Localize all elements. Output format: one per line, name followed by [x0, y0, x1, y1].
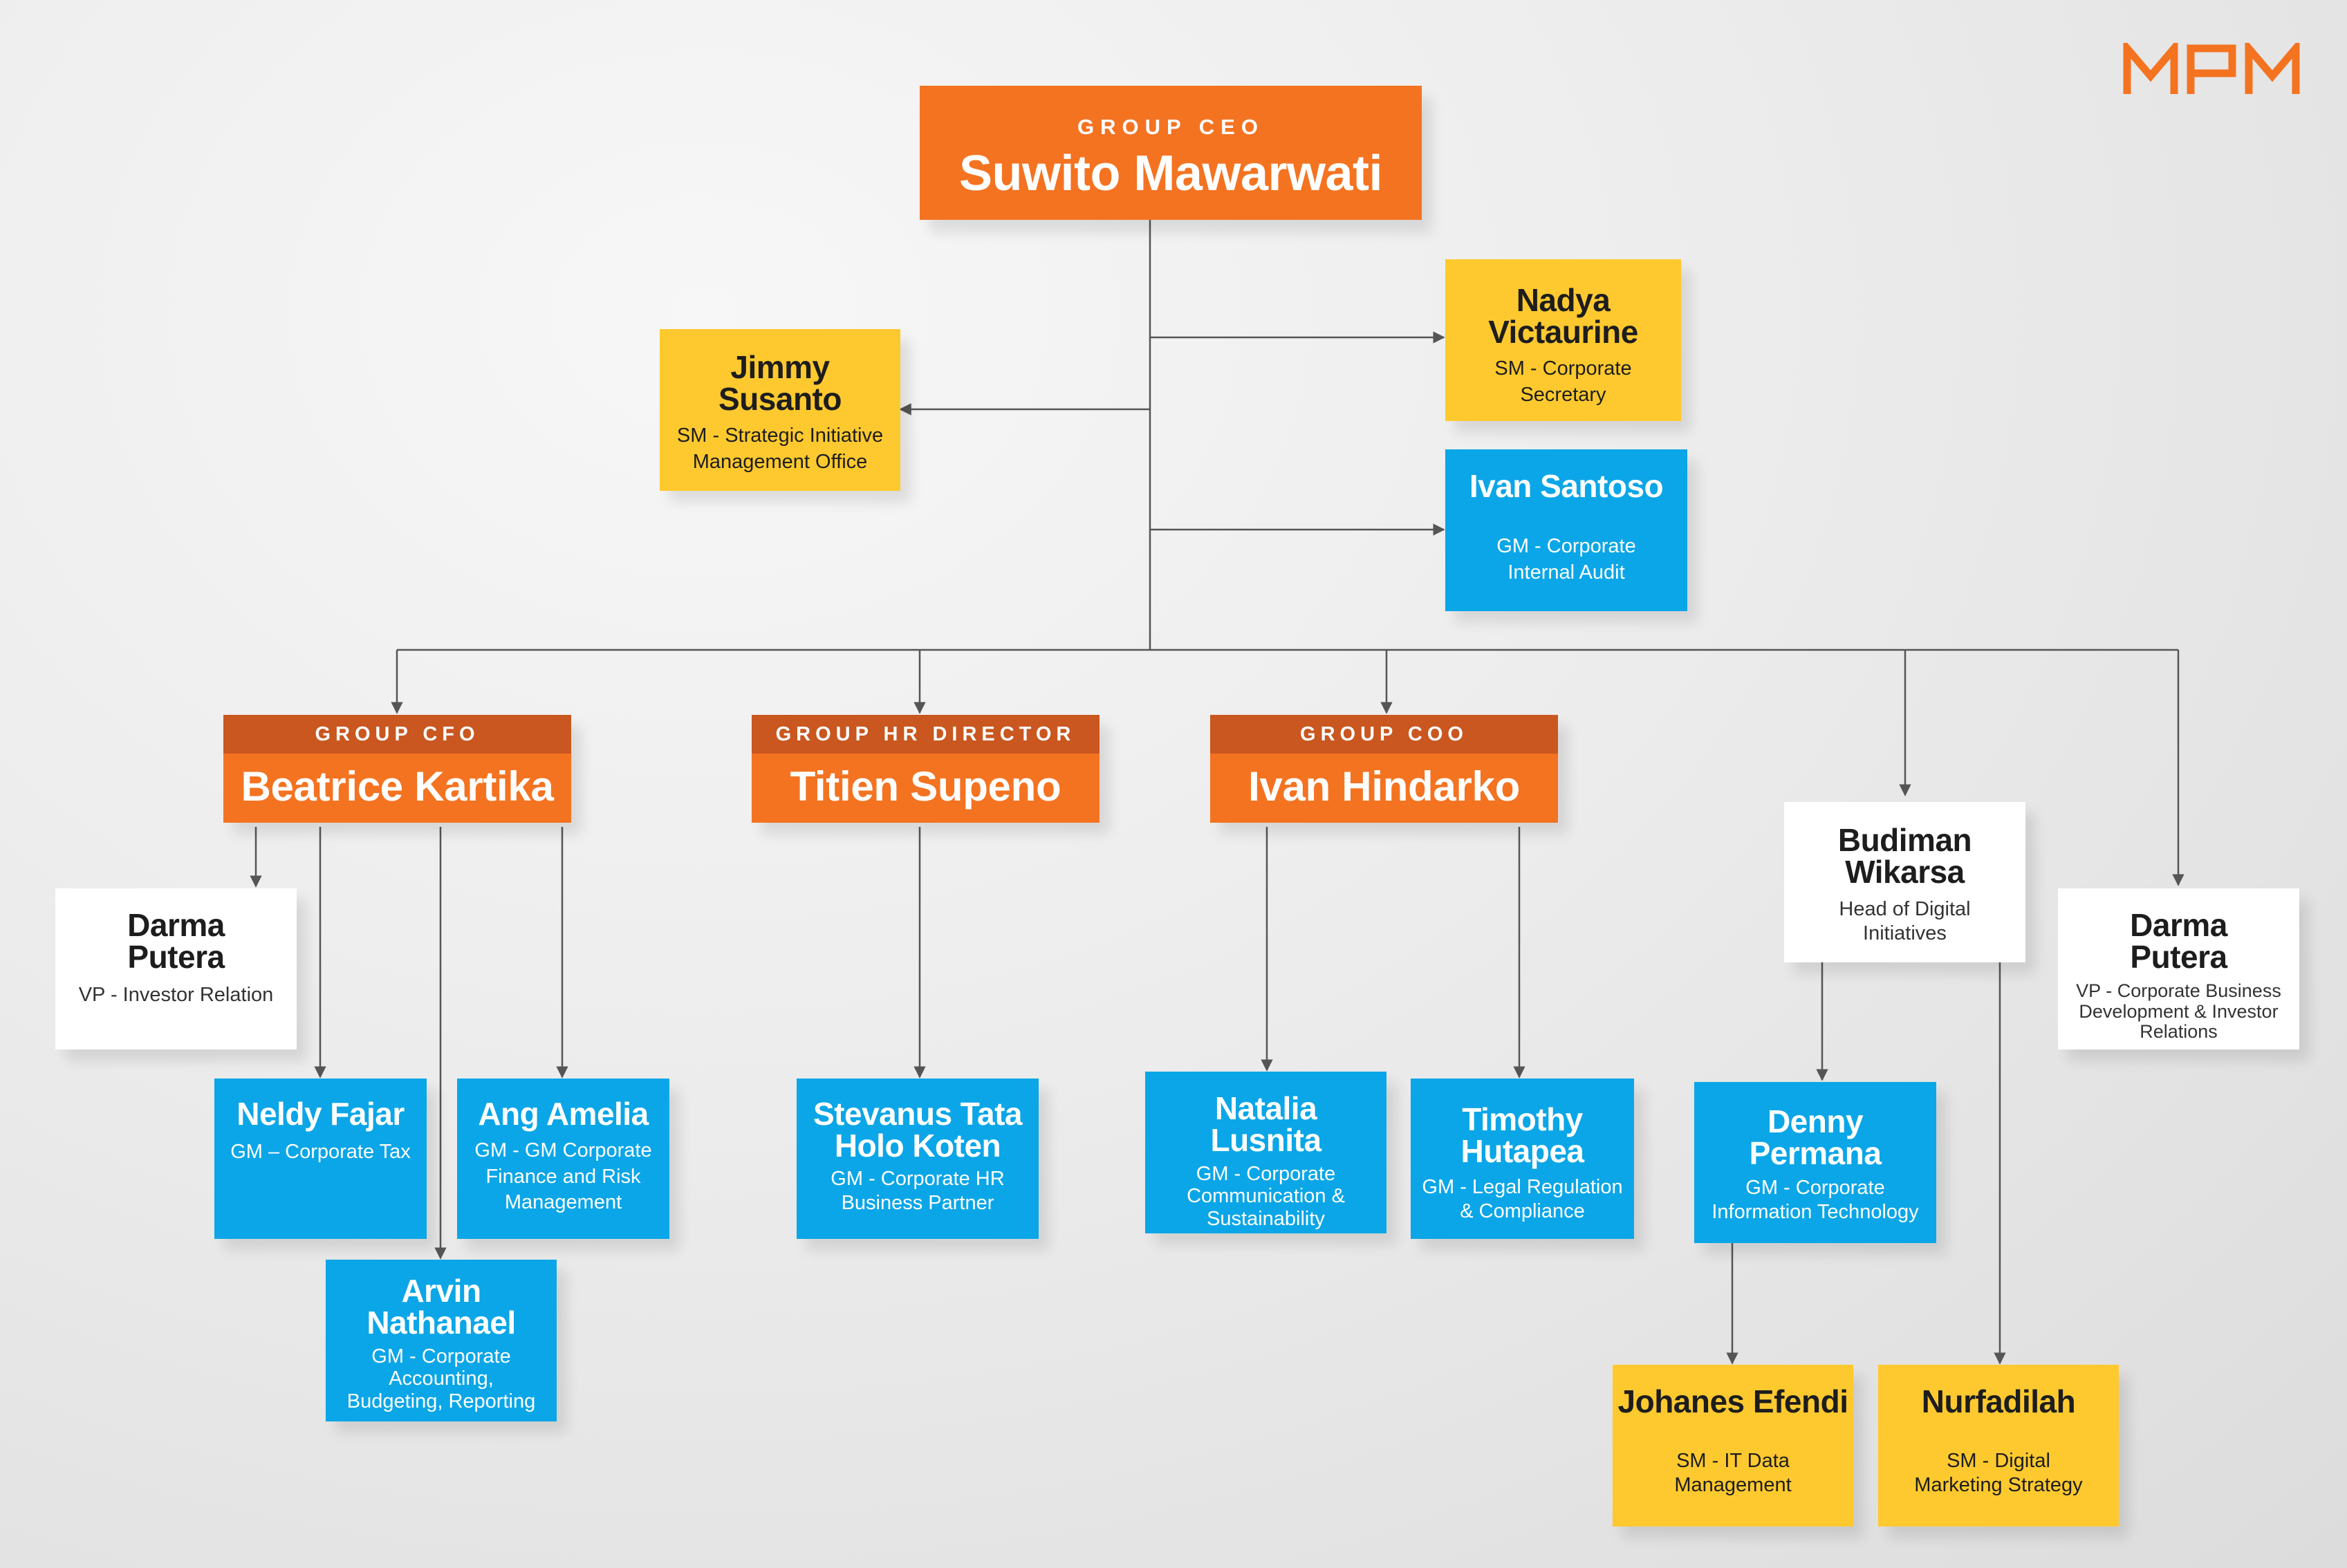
person-name: Nurfadilah: [1921, 1383, 2076, 1419]
person-role: SM - Strategic Initiative Management Off…: [676, 424, 884, 473]
person-role: GM - GM Corporate Finance and Risk Manag…: [474, 1139, 652, 1214]
card-darma-putera-ir[interactable]: Darma Putera VP - Investor Relation: [55, 888, 297, 1049]
person-role: VP - Corporate Business Development & In…: [2076, 980, 2281, 1043]
person-name: Neldy Fajar: [236, 1096, 405, 1132]
ceo-name: Suwito Mawarwati: [958, 146, 1383, 201]
exec-card-coo[interactable]: GROUP COO Ivan Hindarko: [1210, 715, 1558, 823]
card-johanes-efendi[interactable]: Johanes Efendi SM - IT Data Management: [1613, 1365, 1853, 1527]
person-name: Budiman Wikarsa: [1837, 822, 1972, 890]
person-name: Darma Putera: [127, 907, 225, 975]
person-role: Head of Digital Initiatives: [1839, 898, 1971, 944]
person-name: Ivan Santoso: [1469, 468, 1664, 504]
card-budiman-wikarsa[interactable]: Budiman Wikarsa Head of Digital Initiati…: [1784, 802, 2025, 962]
exec-card-hr[interactable]: GROUP HR DIRECTOR Titien Supeno: [752, 715, 1100, 823]
exec-name: Beatrice Kartika: [223, 754, 571, 823]
exec-card-cfo[interactable]: GROUP CFO Beatrice Kartika: [223, 715, 571, 823]
ceo-title: GROUP CEO: [1077, 115, 1264, 139]
ceo-card[interactable]: GROUP CEO Suwito Mawarwati: [920, 86, 1422, 220]
person-name: Ang Amelia: [478, 1096, 649, 1132]
person-role: GM - Corporate Communication & Sustainab…: [1187, 1163, 1345, 1230]
card-jimmy-susanto[interactable]: Jimmy Susanto SM - Strategic Initiative …: [660, 329, 900, 491]
person-name: Johanes Efendi: [1617, 1383, 1848, 1419]
card-neldy-fajar[interactable]: Neldy Fajar GM – Corporate Tax: [214, 1079, 427, 1239]
person-name: Denny Permana: [1749, 1103, 1882, 1171]
card-ivan-santoso[interactable]: Ivan Santoso GM - Corporate Internal Aud…: [1445, 449, 1687, 611]
person-role: GM - Corporate Accounting, Budgeting, Re…: [346, 1345, 536, 1412]
card-darma-putera-bd[interactable]: Darma Putera VP - Corporate Business Dev…: [2058, 888, 2299, 1049]
exec-title: GROUP CFO: [223, 715, 571, 754]
person-role: GM - Legal Regulation & Compliance: [1422, 1176, 1623, 1222]
person-role: SM - Corporate Secretary: [1494, 357, 1632, 406]
card-natalia-lusnita[interactable]: Natalia Lusnita GM - Corporate Communica…: [1145, 1072, 1386, 1233]
card-nadya-victaurine[interactable]: Nadya Victaurine SM - Corporate Secretar…: [1445, 259, 1681, 421]
person-role: SM - IT Data Management: [1674, 1450, 1792, 1496]
card-stevanus[interactable]: Stevanus Tata Holo Koten GM - Corporate …: [797, 1079, 1039, 1239]
exec-name: Ivan Hindarko: [1210, 754, 1558, 823]
exec-name: Titien Supeno: [752, 754, 1100, 823]
person-role: GM - Corporate Information Technology: [1711, 1177, 1919, 1223]
exec-title: GROUP COO: [1210, 715, 1558, 754]
person-name: Timothy Hutapea: [1460, 1101, 1584, 1169]
card-ang-amelia[interactable]: Ang Amelia GM - GM Corporate Finance and…: [457, 1079, 669, 1239]
person-role: VP - Investor Relation: [78, 984, 274, 1006]
exec-title: GROUP HR DIRECTOR: [752, 715, 1100, 754]
card-arvin-nathanael[interactable]: Arvin Nathanael GM - Corporate Accountin…: [326, 1260, 557, 1421]
person-name: Darma Putera: [2130, 907, 2227, 975]
card-nurfadilah[interactable]: Nurfadilah SM - Digital Marketing Strate…: [1878, 1365, 2119, 1527]
card-denny-permana[interactable]: Denny Permana GM - Corporate Information…: [1694, 1082, 1936, 1243]
person-name: Arvin Nathanael: [367, 1273, 516, 1341]
card-timothy-hutapea[interactable]: Timothy Hutapea GM - Legal Regulation & …: [1411, 1079, 1634, 1239]
person-role: GM – Corporate Tax: [230, 1141, 411, 1163]
mpm-logo: [2123, 38, 2303, 98]
person-name: Stevanus Tata Holo Koten: [813, 1096, 1022, 1164]
person-name: Natalia Lusnita: [1210, 1090, 1321, 1158]
person-name: Nadya Victaurine: [1488, 282, 1638, 350]
person-role: SM - Digital Marketing Strategy: [1914, 1450, 2083, 1496]
person-role: GM - Corporate HR Business Partner: [831, 1168, 1005, 1214]
person-role: GM - Corporate Internal Audit: [1496, 535, 1636, 584]
person-name: Jimmy Susanto: [718, 349, 842, 417]
